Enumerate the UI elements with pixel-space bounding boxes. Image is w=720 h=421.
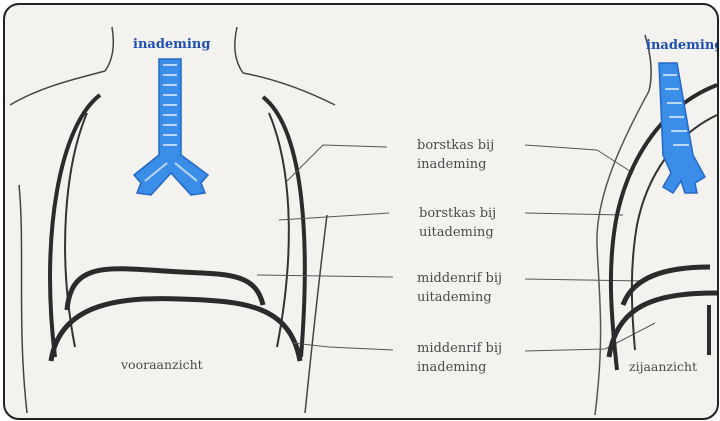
front-diaphragm-inhale	[51, 299, 300, 361]
leader-diaphragm-inhale	[293, 343, 393, 350]
breathing-diagram	[5, 5, 717, 418]
label-ribcage-exhale: borstkas bij uitademing	[419, 204, 496, 242]
front-ribcage-exhale-right	[269, 113, 289, 347]
label-diaphragm-inhale: middenrif bij inademing	[417, 339, 502, 377]
diagram-frame: inademing inademing borstkas bij inademi…	[3, 3, 719, 420]
front-neck-left	[105, 27, 113, 71]
label-diaphragm-exhale: middenrif bij uitademing	[417, 269, 502, 307]
side-caption: zijaanzicht	[629, 359, 697, 374]
side-airway	[659, 63, 705, 193]
label-diaphragm-exhale-line1: middenrif bij	[417, 269, 502, 288]
front-ribcage-inhale-right	[263, 97, 305, 357]
front-body-left	[19, 185, 27, 413]
label-ribcage-inhale-line1: borstkas bij	[417, 136, 494, 155]
label-diaphragm-inhale-line1: middenrif bij	[417, 339, 502, 358]
label-ribcage-inhale-line2: inademing	[417, 155, 494, 174]
leader-diaphragm-exhale	[257, 275, 393, 277]
front-title: inademing	[133, 37, 210, 52]
leader-ribcage-exhale	[279, 213, 389, 220]
front-caption: vooraanzicht	[121, 357, 203, 372]
label-ribcage-exhale-line2: uitademing	[419, 223, 496, 242]
label-diaphragm-inhale-line2: inademing	[417, 358, 502, 377]
leader-side-2	[525, 213, 623, 215]
front-shoulder-left	[10, 71, 105, 105]
side-title: inademing	[646, 38, 719, 53]
label-diaphragm-exhale-line2: uitademing	[417, 288, 502, 307]
label-ribcage-exhale-line1: borstkas bij	[419, 204, 496, 223]
label-ribcage-inhale: borstkas bij inademing	[417, 136, 494, 174]
front-body-right	[305, 215, 327, 413]
front-neck-right	[235, 27, 243, 73]
front-airway	[134, 59, 208, 195]
leader-side-3	[525, 279, 647, 281]
leader-side-1	[525, 145, 633, 173]
front-shoulder-right	[243, 73, 335, 105]
